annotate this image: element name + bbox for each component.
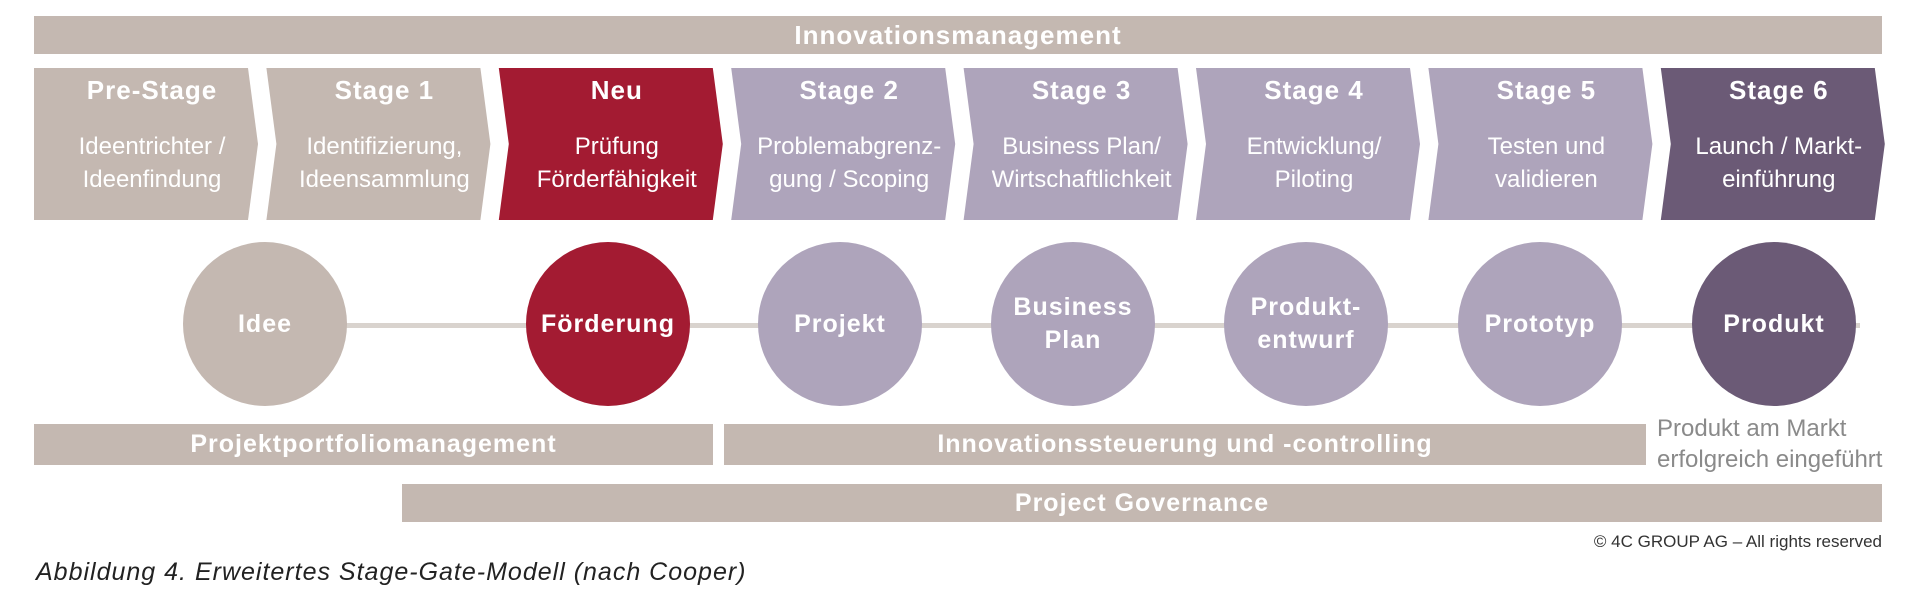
copyright: © 4C GROUP AG – All rights reserved xyxy=(1593,532,1882,551)
stage-description-line: Business Plan/ xyxy=(1002,133,1161,160)
gate-circle: Produkt- entwurf xyxy=(1224,242,1388,406)
gate-circle: Projekt xyxy=(758,242,922,406)
market-note: Produkt am Markt erfolgreich eingeführt xyxy=(1657,413,1917,475)
stage-description-line: gung / Scoping xyxy=(769,166,930,193)
stage-chevron xyxy=(498,68,723,220)
market-note-line1: Produkt am Markt xyxy=(1657,415,1847,442)
stage-chevron xyxy=(1428,68,1653,220)
stage-description: Ideentrichter / Ideenfindung xyxy=(36,130,268,196)
project-governance-bar: Project Governance xyxy=(402,484,1882,522)
stage-description-line: Ideensammlung xyxy=(299,166,470,193)
stage-block: Stage 5 Testen und validieren xyxy=(1430,68,1662,196)
stage-description: Launch / Markt-einführung xyxy=(1663,130,1895,196)
stage-description-line: Entwicklung/ xyxy=(1246,133,1382,160)
stage-description-line: Testen und xyxy=(1487,133,1606,160)
stage-description: Identifizierung, Ideensammlung xyxy=(268,130,500,196)
stage-description-line: Ideentrichter / xyxy=(78,133,226,160)
stage-description-line: Identifizierung, xyxy=(306,133,463,160)
stage-chevron xyxy=(266,68,491,220)
stage-description-line: Piloting xyxy=(1274,166,1354,193)
stage-title: Neu xyxy=(590,75,643,105)
stage-block: Stage 6 Launch / Markt-einführung xyxy=(1663,68,1895,196)
stage-description: Testen und validieren xyxy=(1430,130,1662,196)
stage-block: Stage 2 Problemabgrenz-gung / Scoping xyxy=(733,68,965,196)
stage-title: Stage 3 xyxy=(1031,75,1132,105)
innovationsmanagement-bar: Innovationsmanagement xyxy=(34,16,1882,54)
stage-description-line: Problemabgrenz- xyxy=(757,133,942,160)
stage-chevron xyxy=(34,68,258,220)
stage-title: Pre-Stage xyxy=(86,75,218,105)
stage-title: Stage 4 xyxy=(1264,75,1364,105)
stage-description-line: Launch / Markt- xyxy=(1695,133,1863,160)
gate-circle: Produkt xyxy=(1692,242,1856,406)
stage-title: Stage 2 xyxy=(799,75,899,105)
stage-title: Stage 5 xyxy=(1496,75,1597,105)
stage-description-line: validieren xyxy=(1495,166,1598,193)
projektportfoliomanagement-bar: Projektportfoliomanagement xyxy=(34,424,713,465)
stage-description: Problemabgrenz-gung / Scoping xyxy=(733,130,965,196)
gate-circle: Förderung xyxy=(526,242,690,406)
stage-description-line: Ideenfindung xyxy=(82,166,222,193)
stage-description-line: Wirtschaftlichkeit xyxy=(991,166,1172,193)
stage-title: Stage 6 xyxy=(1729,75,1829,105)
stage-description: Business Plan/Wirtschaftlichkeit xyxy=(966,130,1198,196)
gate-circle: Business Plan xyxy=(991,242,1155,406)
stage-block: Stage 1 Identifizierung, Ideensammlung xyxy=(268,68,500,196)
stage-description-line: Prüfung xyxy=(574,133,659,160)
stage-description-line: Förderfähigkeit xyxy=(536,166,697,193)
stage-chevron xyxy=(1196,68,1420,220)
stage-chevron xyxy=(731,68,956,220)
gate-circle: Prototyp xyxy=(1458,242,1622,406)
figure-caption: Abbildung 4. Erweitertes Stage-Gate-Mode… xyxy=(36,558,747,586)
stage-chevron xyxy=(963,68,1188,220)
gate-circle: Idee xyxy=(183,242,347,406)
stage-chevron xyxy=(1660,68,1885,220)
stage-description-line: einführung xyxy=(1722,166,1836,193)
stage-description: Entwicklung/Piloting xyxy=(1198,130,1430,196)
stage-title: Stage 1 xyxy=(334,75,435,105)
stage-block: Stage 3 Business Plan/Wirtschaftlichkeit xyxy=(966,68,1198,196)
stage-block: Stage 4 Entwicklung/Piloting xyxy=(1198,68,1430,196)
innovationssteuerung-bar: Innovationssteuerung und -controlling xyxy=(724,424,1646,465)
market-note-line2: erfolgreich eingeführt xyxy=(1657,446,1883,473)
